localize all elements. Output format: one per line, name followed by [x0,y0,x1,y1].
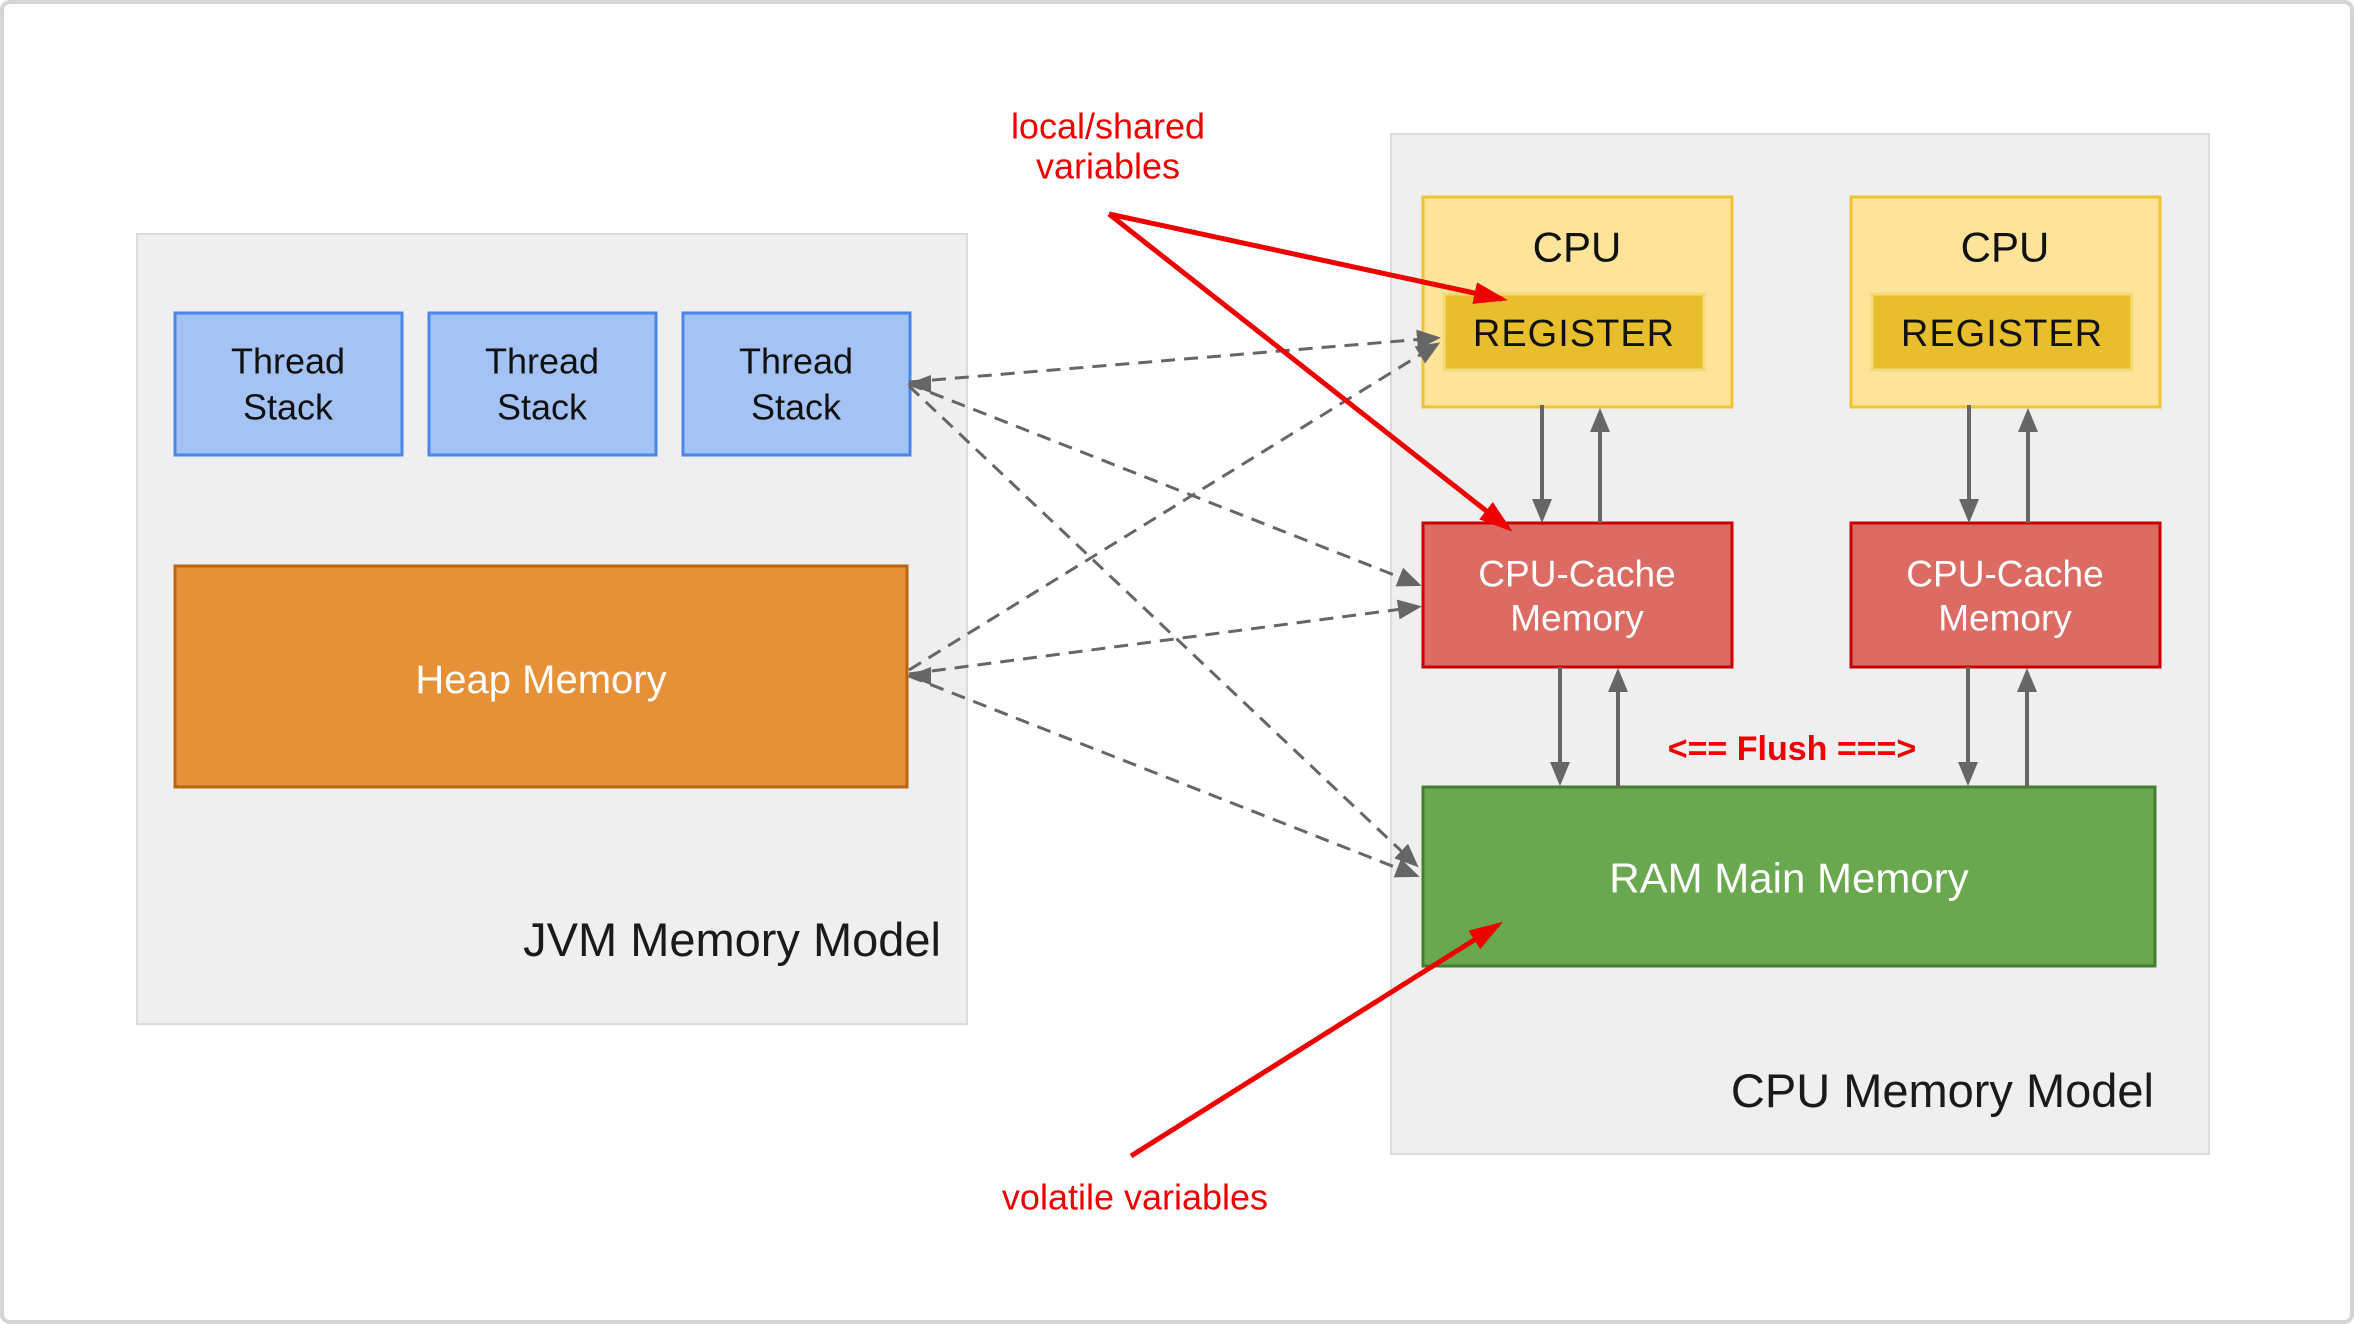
thread-stack-label-line1: Thread [739,341,853,382]
heap-memory-box: Heap Memory [173,564,909,789]
thread-stack-label-line1: Thread [485,341,599,382]
ram-label: RAM Main Memory [1609,855,1968,902]
thread-stack-label-line2: Stack [243,387,334,428]
cpu-model-title: CPU Memory Model [1731,1064,2154,1117]
cpu-cache-label-line2: Memory [1510,598,1644,639]
thread-stack-to-register-link [908,329,1441,384]
thread-stack-rect [427,311,658,457]
arrowhead-into-heap [907,667,931,685]
jvm-model-title: JVM Memory Model [523,913,941,966]
thread-stack-label-line1: Thread [231,341,345,382]
thread-stack-label-line2: Stack [497,387,588,428]
thread-stack-to-cache-link [908,382,1422,587]
local-shared-to-register-arrow [1108,211,1508,304]
thread-stack-box-3: Thread Stack [681,311,912,457]
heap-to-ram-link [908,674,1420,878]
memory-model-diagram: Thread Stack Thread Stack Thread Stack H… [136,106,2210,1218]
ram-rect [1421,785,2157,968]
heap-to-cache-link [908,599,1422,676]
cpu-box-1: CPU REGISTER [1421,195,1734,409]
register-label: REGISTER [1473,313,1675,355]
dashed-connectors [907,329,1441,878]
thread-stack-to-ram-link [907,384,1419,868]
local-shared-label-line2: variables [1036,146,1180,187]
heap-memory-rect [173,564,909,789]
volatile-to-ram-arrow [1129,921,1504,1159]
register-label: REGISTER [1901,313,2103,355]
volatile-annotation: volatile variables [1002,921,1504,1218]
heap-to-register-link [908,342,1441,672]
ram-main-memory-box: RAM Main Memory [1421,785,2157,968]
register-rect [1870,292,2134,372]
cpu-cache-rect [1421,521,1734,669]
thread-stack-rect [173,311,404,457]
cpu-cache-label-line2: Memory [1938,598,2072,639]
cpu-cache-box-1: CPU-Cache Memory [1421,521,1734,669]
flush-annotation: <== Flush ===> [1668,730,1917,768]
cpu-label: CPU [1533,224,1622,271]
thread-stack-label-line2: Stack [751,387,842,428]
thread-stack-rect [681,311,912,457]
cpu-cache-rect [1849,521,2162,669]
cpu-cache-box-2: CPU-Cache Memory [1849,521,2162,669]
cpu-cache-label-line1: CPU-Cache [1478,554,1675,595]
local-shared-to-cache-arrow [1107,212,1513,532]
register-rect [1442,292,1706,372]
heap-memory-label: Heap Memory [415,658,666,702]
cpu-label: CPU [1961,224,2050,271]
thread-stack-box-2: Thread Stack [427,311,658,457]
cpu-box-2: CPU REGISTER [1849,195,2162,409]
cpu-cache-label-line1: CPU-Cache [1906,554,2103,595]
arrowhead-into-thread-stack [907,375,931,393]
volatile-label: volatile variables [1002,1177,1268,1218]
local-shared-label-line1: local/shared [1011,106,1205,147]
thread-stack-box-1: Thread Stack [173,311,404,457]
local-shared-annotation: local/shared variables [1011,106,1513,532]
